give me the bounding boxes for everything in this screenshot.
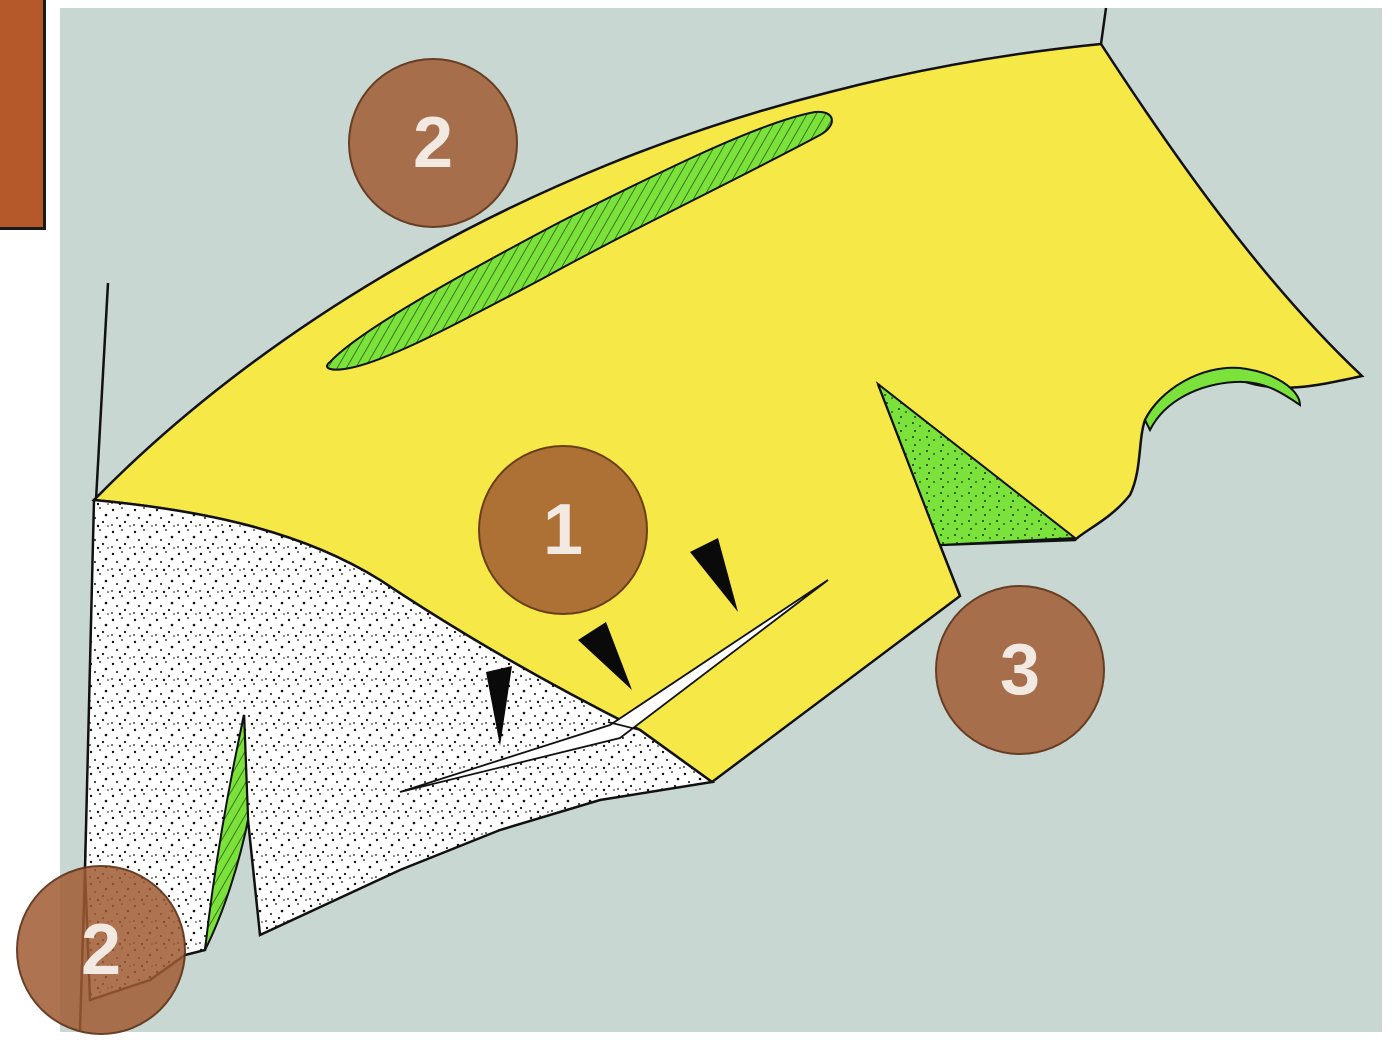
marker-circle-2-top: 2 — [348, 58, 518, 228]
marker-circle-2-bottom: 2 — [16, 865, 186, 1035]
top-right-boundary-line — [1101, 8, 1106, 44]
marker-circle-1: 1 — [478, 445, 648, 615]
marker-circle-3: 3 — [935, 585, 1105, 755]
